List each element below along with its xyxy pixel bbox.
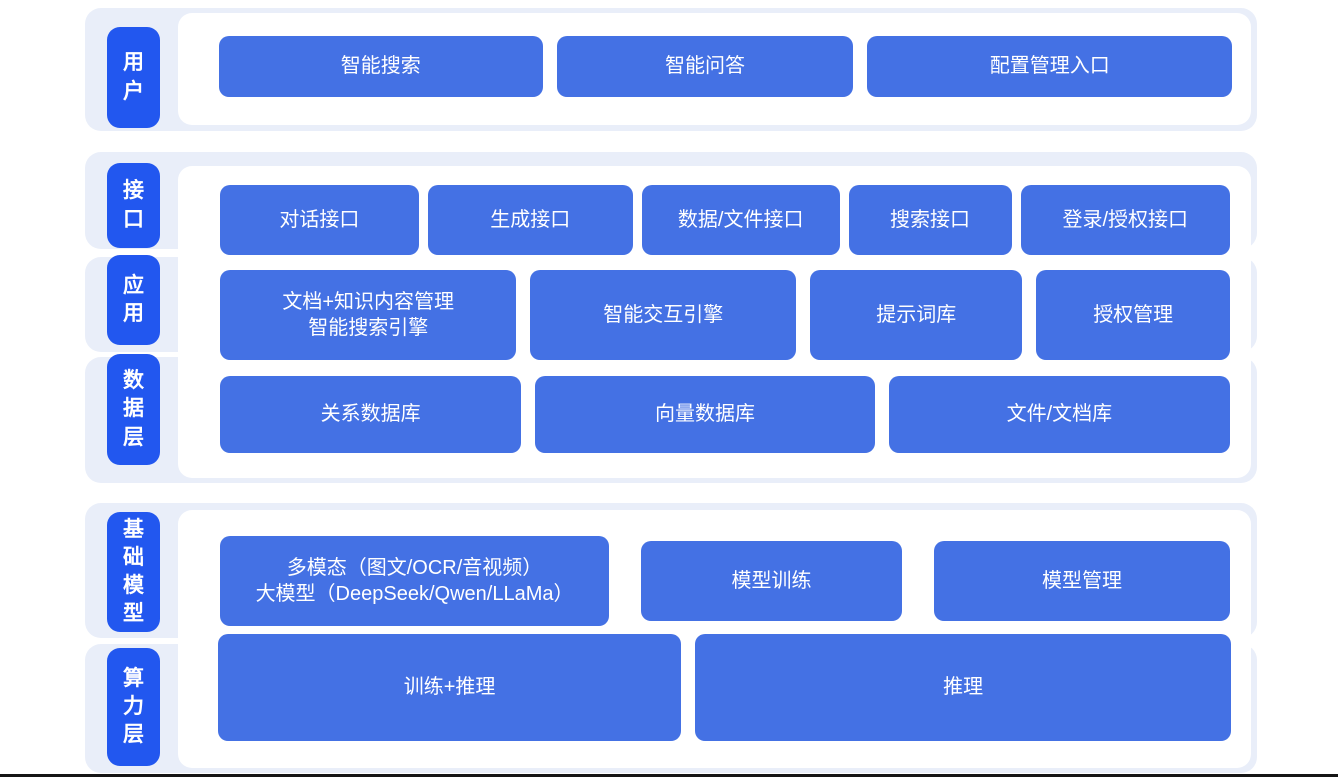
layer-label-application-text: 应用 (122, 273, 144, 325)
bottom-divider-line (0, 774, 1338, 777)
layer-label-compute-text: 算力层 (122, 666, 144, 747)
layer-label-compute: 算力层 (107, 648, 160, 766)
compute-row: 训练+推理 推理 (218, 634, 1231, 741)
box-interactive-engine: 智能交互引擎 (530, 270, 797, 360)
box-doc-knowledge-search-engine: 文档+知识内容管理 智能搜索引擎 (220, 270, 517, 360)
interface-row: 对话接口 生成接口 数据/文件接口 搜索接口 登录/授权接口 (220, 185, 1230, 255)
layer-label-data-text: 数据层 (122, 369, 144, 449)
box-data-file-interface: 数据/文件接口 (641, 185, 840, 255)
box-prompt-library: 提示词库 (810, 270, 1023, 360)
foundation-compute-panel: 多模态（图文/OCR/音视频） 大模型（DeepSeek/Qwen/LLaMa）… (178, 510, 1251, 768)
box-smart-search: 智能搜索 (219, 36, 543, 97)
box-inference: 推理 (695, 634, 1231, 741)
layer-label-interface: 接口 (107, 163, 160, 248)
layer-label-user-text: 用户 (122, 51, 144, 103)
layer-label-foundation-model-text: 基础模型 (122, 517, 144, 626)
box-relational-db: 关系数据库 (220, 376, 522, 453)
application-row: 文档+知识内容管理 智能搜索引擎 智能交互引擎 提示词库 授权管理 (220, 270, 1230, 360)
user-layer-panel: 智能搜索 智能问答 配置管理入口 (178, 13, 1251, 125)
box-file-doc-store: 文件/文档库 (888, 376, 1230, 453)
box-auth-management: 授权管理 (1036, 270, 1230, 360)
box-generation-interface: 生成接口 (427, 185, 633, 255)
layer-label-interface-text: 接口 (122, 179, 144, 231)
layer-label-foundation-model: 基础模型 (107, 512, 160, 632)
interface-app-data-panel: 对话接口 生成接口 数据/文件接口 搜索接口 登录/授权接口 文档+知识内容管理… (178, 166, 1251, 478)
box-vector-db: 向量数据库 (535, 376, 875, 453)
layer-label-application: 应用 (107, 255, 160, 345)
data-row: 关系数据库 向量数据库 文件/文档库 (220, 376, 1230, 453)
box-config-management-entry: 配置管理入口 (867, 36, 1232, 97)
foundation-model-row: 多模态（图文/OCR/音视频） 大模型（DeepSeek/Qwen/LLaMa）… (220, 536, 1230, 626)
user-layer-row: 智能搜索 智能问答 配置管理入口 (219, 36, 1232, 97)
box-login-auth-interface: 登录/授权接口 (1020, 185, 1230, 255)
box-model-management: 模型管理 (933, 541, 1230, 621)
box-dialog-interface: 对话接口 (220, 185, 419, 255)
layer-label-data: 数据层 (107, 354, 160, 465)
box-training-inference: 训练+推理 (218, 634, 682, 741)
box-multimodal-llm: 多模态（图文/OCR/音视频） 大模型（DeepSeek/Qwen/LLaMa） (220, 536, 610, 626)
box-smart-qa: 智能问答 (556, 36, 854, 97)
box-search-interface: 搜索接口 (848, 185, 1012, 255)
layer-label-user: 用户 (107, 27, 160, 128)
box-model-training: 模型训练 (641, 541, 902, 621)
